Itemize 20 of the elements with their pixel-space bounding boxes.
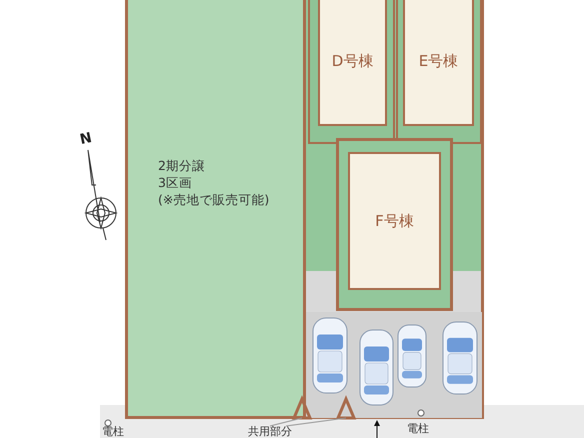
- area-label: 共用部分: [248, 426, 308, 438]
- lot-plot: [396, 0, 482, 144]
- house-footprint: [403, 0, 474, 126]
- pole-label: 電柱: [407, 423, 429, 435]
- house-footprint: [348, 152, 441, 290]
- pole-label: 電柱: [102, 426, 124, 438]
- lot-note: (※売地で販売可能): [158, 191, 270, 208]
- corner-mark: [293, 398, 311, 418]
- lot-plot: [308, 0, 395, 144]
- house-footprint: [318, 0, 387, 126]
- lot-plot: [125, 0, 306, 419]
- north-label: N: [78, 130, 94, 148]
- building-label: E号棟: [418, 52, 458, 70]
- lot-note: 2期分譲: [158, 157, 206, 174]
- lot-plot: [336, 138, 453, 311]
- building-label: D号棟: [332, 52, 374, 70]
- leader-line: [286, 418, 346, 426]
- building-label: F号棟: [375, 212, 414, 230]
- leader-line: [270, 418, 302, 426]
- lot-note: 3区画: [158, 174, 193, 191]
